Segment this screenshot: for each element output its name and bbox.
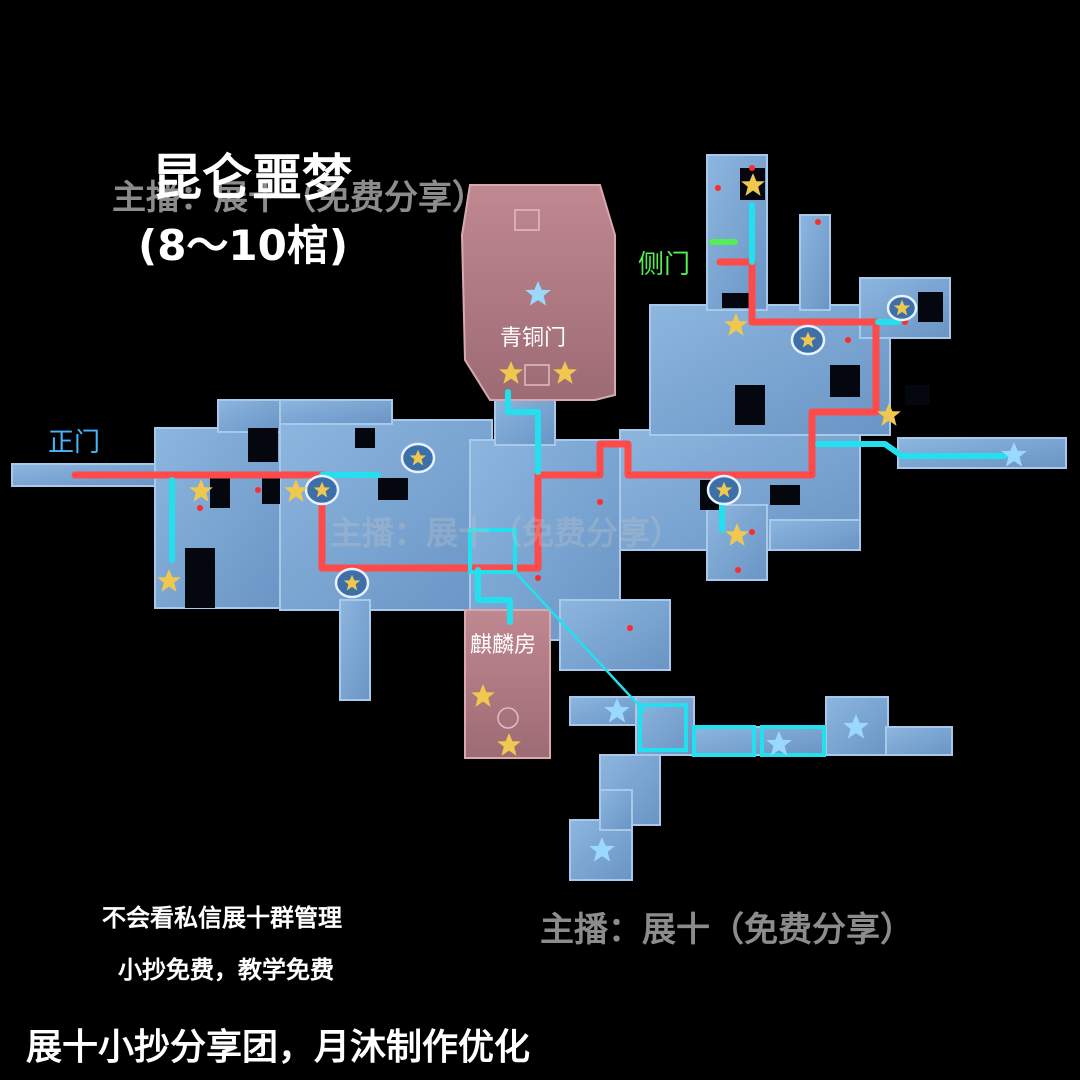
main-gate-label: 正门 xyxy=(48,428,101,458)
west-wing-upper xyxy=(217,399,281,433)
map-title: 昆仑噩梦 xyxy=(152,149,352,207)
south-corridor-east xyxy=(885,726,953,756)
main-route-west xyxy=(71,471,494,572)
side-gate-label: 侧门 xyxy=(638,250,691,280)
red-marker-icon xyxy=(749,529,755,535)
red-marker-icon xyxy=(535,575,541,581)
crown-badge-icon xyxy=(790,324,826,356)
east-right-room xyxy=(769,519,861,551)
map-subtitle: (8～10棺) xyxy=(138,221,349,270)
route-boxes xyxy=(468,528,826,757)
junction-box-south xyxy=(638,703,688,752)
south-corridor-mid xyxy=(693,726,825,756)
qilin-room-label: 麒麟房 xyxy=(470,633,537,658)
north-east-tower xyxy=(799,214,831,311)
red-marker-icon xyxy=(627,625,633,631)
crown-badge-icon xyxy=(304,474,340,506)
wall-cutouts xyxy=(185,168,943,608)
crown-badge-icon xyxy=(400,442,436,474)
south-branch-link xyxy=(599,789,633,831)
notice-line-1: 不会看私信展十群管理 xyxy=(102,904,342,932)
crown-badge-icon xyxy=(706,474,742,506)
red-marker-icon xyxy=(197,505,203,511)
watermark-top: 主播：展十（免费分享） xyxy=(112,178,486,218)
crown-badge-icon xyxy=(886,294,918,322)
room-details xyxy=(497,209,550,729)
red-marker-icon xyxy=(749,165,755,171)
watermark-bottom: 主播：展十（免费分享） xyxy=(540,910,914,950)
south-corridor-west xyxy=(569,696,641,726)
main-route xyxy=(71,258,880,572)
notice-line-2: 小抄免费，教学免费 xyxy=(118,956,334,984)
central-south xyxy=(559,599,671,671)
branch-routes xyxy=(169,202,1008,625)
crown-badges xyxy=(304,294,918,599)
bronze-hallway xyxy=(494,394,556,446)
red-marker-icon xyxy=(735,567,741,573)
red-marker-icon xyxy=(597,499,603,505)
bronze-gate-label: 青铜门 xyxy=(500,326,567,351)
west-north-rooms xyxy=(279,399,393,425)
branch-qilin xyxy=(475,567,513,625)
red-marker-icon xyxy=(815,219,821,225)
red-markers xyxy=(197,165,908,631)
west-central-block xyxy=(279,419,493,611)
red-marker-icon xyxy=(715,185,721,191)
watermark-center: 主播：展十（免费分享） xyxy=(330,514,683,552)
branch-bronze xyxy=(505,389,541,475)
south-west-corridor xyxy=(339,599,371,701)
branch-east-corridor xyxy=(815,441,1008,459)
junction-box-central xyxy=(468,528,517,574)
credit-line: 展十小抄分享团，月沐制作优化 xyxy=(26,1027,531,1068)
diagonal-path xyxy=(514,571,646,713)
red-marker-icon xyxy=(845,337,851,343)
red-marker-icon xyxy=(255,487,261,493)
north-tower xyxy=(706,154,768,311)
corridor-box-b xyxy=(760,725,826,757)
crown-badge-icon xyxy=(334,567,370,599)
corridor-box-a xyxy=(692,725,756,757)
main-route-central xyxy=(486,258,880,572)
